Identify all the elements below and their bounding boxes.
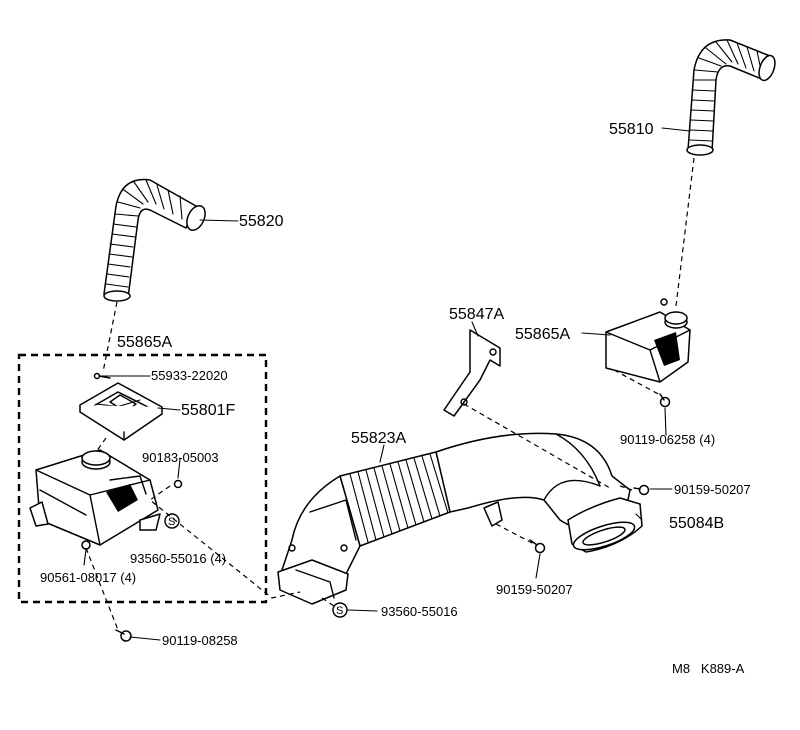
label-55933-22020: 55933-22020 [151, 368, 228, 383]
label-55823a: 55823A [351, 430, 406, 447]
reference-code: M8 K889-A [672, 661, 745, 676]
svg-text:S: S [168, 516, 175, 528]
label-90561-08017-4: 90561-08017 (4) [40, 570, 136, 585]
label-93560-55016-4: 93560-55016 (4) [130, 551, 226, 566]
bolt-90159-50207-low [529, 539, 546, 554]
label-93560-55016: 93560-55016 [381, 604, 458, 619]
duct-55823a [277, 432, 643, 605]
label-90183-05003: 90183-05003 [142, 450, 219, 465]
assembly-box [17, 353, 268, 604]
label-55084b: 55084B [669, 515, 724, 532]
resonator-body [29, 449, 183, 550]
bolt-90119-06258 [659, 393, 671, 408]
label-55847a: 55847A [449, 306, 504, 323]
label-55801f: 55801F [181, 402, 235, 419]
leader-lines [83, 127, 691, 641]
grommet-55801f [79, 372, 163, 441]
clip-symbol-left: S [164, 513, 180, 529]
duct-55865a [605, 298, 691, 383]
label-55810: 55810 [609, 121, 654, 138]
label-90159-50207-mid: 90159-50207 [674, 482, 751, 497]
bolt-90119-08258 [115, 629, 132, 642]
label-90119-06258-4: 90119-06258 (4) [620, 432, 715, 447]
bracket-55847a [443, 329, 501, 417]
label-55865a-box: 55865A [117, 334, 172, 351]
hose-55810 [686, 39, 776, 156]
label-90119-08258: 90119-08258 [162, 633, 238, 648]
label-90159-50207-low: 90159-50207 [496, 582, 573, 597]
svg-text:S: S [336, 605, 343, 617]
dashed-guides [85, 157, 695, 631]
label-55865a-right: 55865A [515, 326, 570, 343]
hose-55820 [103, 178, 206, 302]
label-55820: 55820 [239, 213, 284, 230]
clip-symbol-bottom: S [332, 602, 348, 618]
bolt-90159-50207-mid [633, 484, 650, 496]
